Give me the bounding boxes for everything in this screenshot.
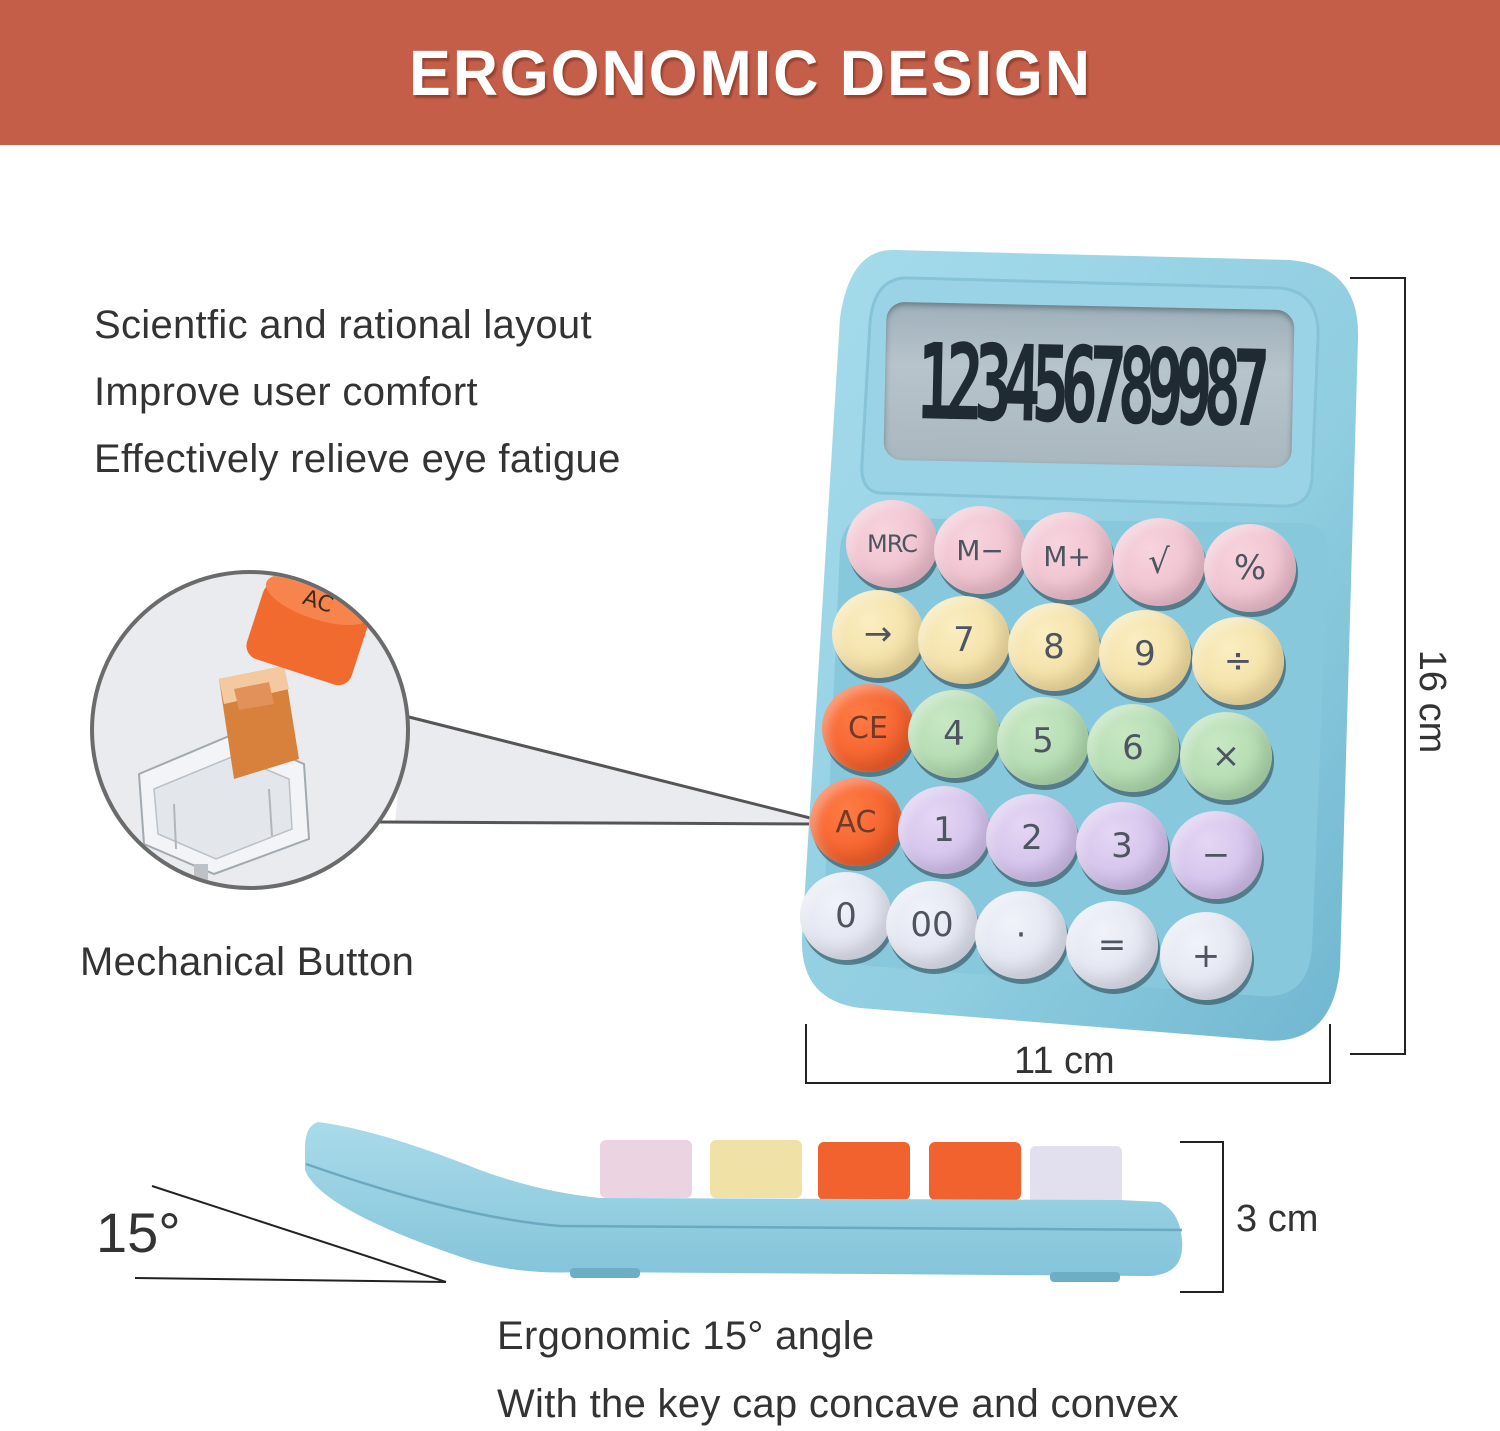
key-3[interactable]: 3 — [1076, 802, 1168, 890]
bottom-caption-keycap: With the key cap concave and convex — [497, 1382, 1179, 1426]
key-divide[interactable]: ÷ — [1192, 617, 1284, 705]
key-9[interactable]: 9 — [1099, 610, 1191, 698]
key-m-minus[interactable]: M− — [934, 506, 1026, 594]
page-title: ERGONOMIC DESIGN — [408, 36, 1092, 109]
bottom-caption-angle: Ergonomic 15° angle — [497, 1314, 875, 1358]
key-ce[interactable]: CE — [822, 684, 914, 772]
feature-item: Scientfic and rational layout — [94, 303, 592, 347]
calculator-display: 123456789987 — [883, 301, 1295, 469]
key-backspace[interactable]: → — [832, 590, 924, 678]
key-multiply[interactable]: × — [1180, 712, 1272, 800]
key-7[interactable]: 7 — [918, 596, 1010, 684]
key-decimal[interactable]: · — [975, 891, 1067, 979]
height-bracket-top — [1350, 277, 1406, 279]
key-8[interactable]: 8 — [1008, 603, 1100, 691]
key-mrc[interactable]: MRC — [846, 500, 938, 588]
key-ac[interactable]: AC — [810, 778, 902, 866]
key-sqrt[interactable]: √ — [1113, 518, 1205, 606]
key-percent[interactable]: % — [1204, 524, 1296, 612]
key-2[interactable]: 2 — [986, 794, 1078, 882]
feature-item: Effectively relieve eye fatigue — [94, 437, 621, 481]
key-minus[interactable]: − — [1170, 811, 1262, 899]
mechanical-switch-closeup: AC — [90, 570, 410, 890]
display-value: 123456789987 — [915, 319, 1263, 451]
height-bracket-right — [1404, 277, 1406, 1055]
height-bracket-bottom — [1350, 1053, 1406, 1055]
key-00[interactable]: 00 — [886, 881, 978, 969]
key-4[interactable]: 4 — [908, 690, 1000, 778]
width-label: 11 cm — [1014, 1040, 1115, 1082]
key-plus[interactable]: + — [1160, 912, 1252, 1000]
width-bracket-left — [805, 1024, 807, 1084]
depth-label: 3 cm — [1236, 1198, 1319, 1240]
feature-list: Scientfic and rational layout Improve us… — [94, 292, 621, 493]
key-5[interactable]: 5 — [997, 697, 1089, 785]
mechanical-switch-icon: AC — [137, 574, 372, 886]
feature-item: Improve user comfort — [94, 370, 478, 414]
width-bracket-bottom — [805, 1082, 1331, 1084]
header-banner: ERGONOMIC DESIGN — [0, 0, 1500, 145]
key-equals[interactable]: = — [1066, 901, 1158, 989]
key-1[interactable]: 1 — [898, 786, 990, 874]
angle-label: 15° — [96, 1201, 181, 1264]
calculator-side-view — [134, 1122, 1224, 1293]
mechanical-button-caption: Mechanical Button — [80, 940, 415, 984]
key-6[interactable]: 6 — [1087, 704, 1179, 792]
key-m-plus[interactable]: M+ — [1021, 512, 1113, 600]
height-label: 16 cm — [1411, 649, 1454, 754]
key-0[interactable]: 0 — [800, 872, 892, 960]
width-bracket-right — [1329, 1024, 1331, 1084]
